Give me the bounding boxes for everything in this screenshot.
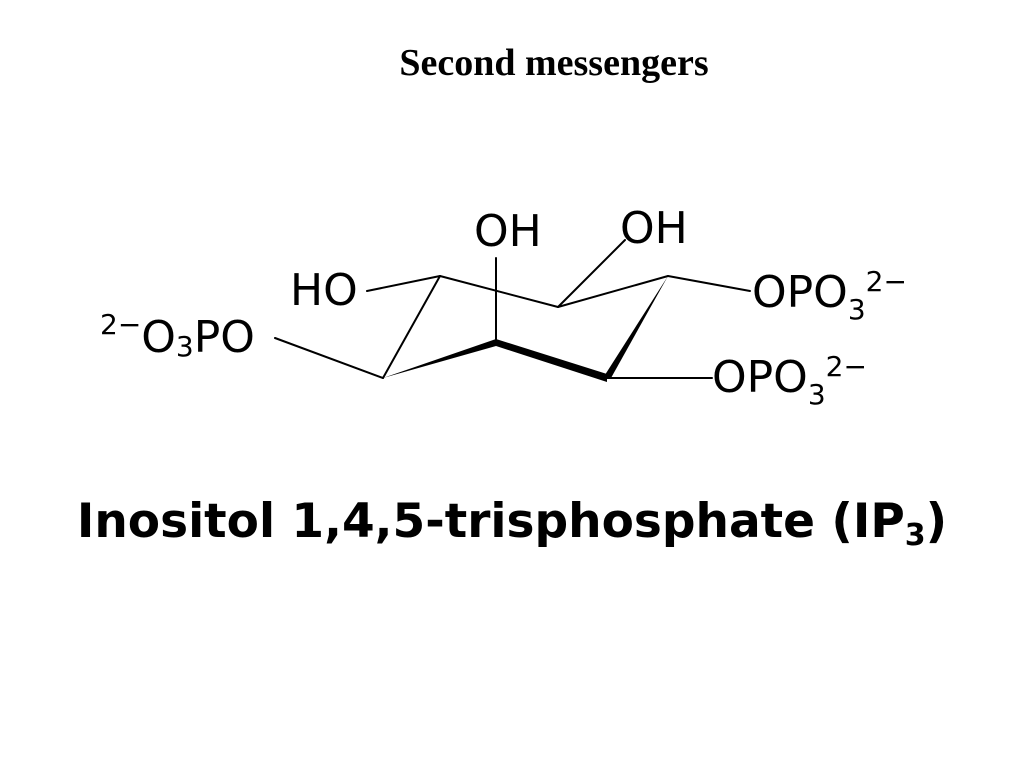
ring-bonds — [274, 239, 751, 379]
wedge-c2-c3 — [496, 339, 607, 382]
oh-top-left-label: OH — [474, 206, 542, 257]
bond-c5-oh — [557, 239, 626, 308]
bond-c5-c4 — [557, 275, 669, 308]
compound-name: Inositol 1,4,5-trisphosphate (IP3) — [0, 498, 1024, 551]
bond-c6-c5 — [439, 275, 559, 308]
slide-title: Second messengers — [399, 42, 709, 84]
bond-c6-c1 — [382, 275, 441, 379]
compound-name-main: Inositol 1,4,5-trisphosphate (IP — [76, 494, 905, 549]
ho-left-label: HO — [290, 265, 358, 316]
oh-top-right-label: OH — [620, 203, 688, 254]
phosphate-left-label: 2−O3PO — [100, 308, 255, 363]
bond-c4-opo3 — [667, 275, 751, 292]
phosphate-right-upper-label: OPO32− — [752, 265, 907, 326]
bond-c6-ho — [366, 275, 441, 292]
compound-name-subscript: 3 — [904, 518, 926, 553]
wedge-bonds — [383, 276, 668, 382]
phosphate-right-lower-label: OPO32− — [712, 350, 867, 411]
wedge-c1-c2 — [383, 339, 496, 378]
compound-name-close: ) — [925, 494, 948, 549]
wedge-c3-c4 — [603, 276, 668, 378]
bond-c1-opo3 — [274, 337, 384, 379]
